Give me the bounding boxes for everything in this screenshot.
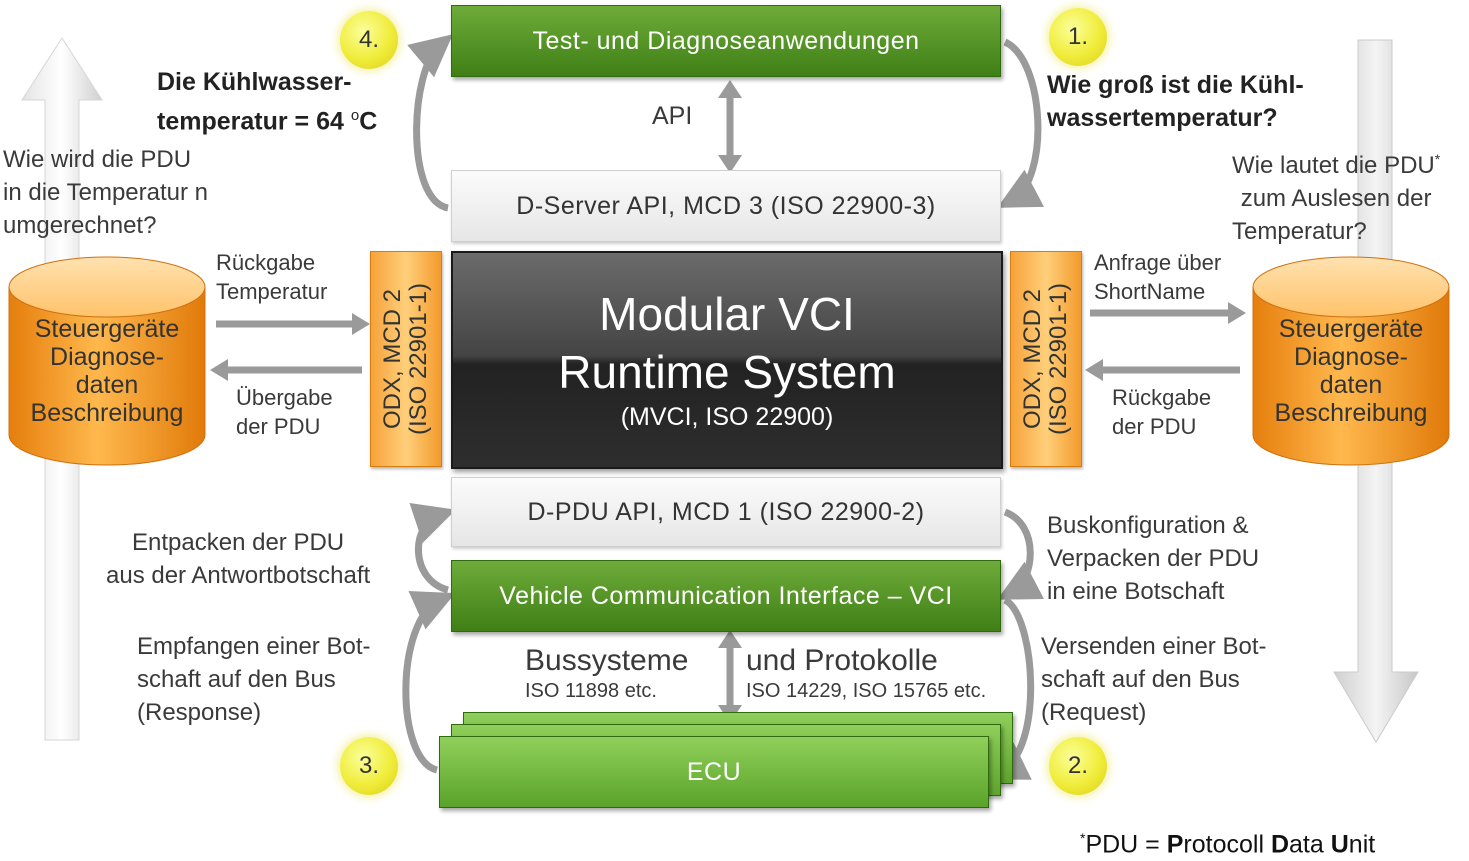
cylinder-right-line2: Diagnose- [1294, 343, 1408, 371]
cylinder-right-shape [1252, 256, 1450, 466]
odx-left-line2: (ISO 22901-1) [405, 282, 432, 436]
dserver-api-label: D-Server API, MCD 3 (ISO 22900-3) [516, 191, 936, 220]
right-question: Wie groß ist die Kühl- wassertemperatur? [1047, 71, 1304, 132]
odx-right-line2: (ISO 22901-1) [1045, 282, 1072, 436]
result-line1: Die Kühlwasser- [157, 68, 352, 96]
api-label: API [652, 102, 693, 130]
bus-sub-left: ISO 11898 etc. [525, 680, 657, 702]
odx-bar-left: ODX, MCD 2 (ISO 22901-1) [370, 251, 442, 467]
odx-right-line1: ODX, MCD 2 [1019, 288, 1046, 430]
dpdu-api-label: D-PDU API, MCD 1 (ISO 22900-2) [527, 497, 925, 526]
mvci-title-line1: Modular VCI [599, 288, 855, 340]
result-text: Die Kühlwasser- temperatur = 64 oC [157, 66, 377, 138]
step-badge-3: 3. [340, 737, 398, 795]
busconf-text: Buskonfiguration & Verpacken der PDU in … [1047, 512, 1260, 605]
ecu-box: ECU [439, 736, 989, 808]
entpacken-text: Entpacken der PDU aus der Antwortbotscha… [106, 529, 371, 589]
anfrage-shortname: Anfrage über ShortName [1094, 250, 1222, 304]
mvci-title-line2: Runtime System [558, 346, 896, 398]
cylinder-left-line1: Steuergeräte [34, 315, 180, 343]
odx-left-line1: ODX, MCD 2 [379, 288, 406, 430]
mvci-runtime-box: Modular VCI Runtime System (MVCI, ISO 22… [451, 251, 1003, 469]
test-applications-label: Test- und Diagnoseanwendungen [532, 26, 920, 55]
vci-box: Vehicle Communication Interface – VCI [451, 560, 1001, 632]
cylinder-right-line4: Beschreibung [1274, 399, 1428, 427]
ecu-label: ECU [686, 757, 742, 786]
rueckgabe-temperatur: Rückgabe Temperatur [216, 250, 328, 304]
cylinder-right: Steuergeräte Diagnose- daten Beschreibun… [1251, 255, 1451, 467]
versenden-text: Versenden einer Bot- schaft auf den Bus … [1041, 633, 1267, 726]
cylinder-left: Steuergeräte Diagnose- daten Beschreibun… [7, 255, 207, 467]
pdu-star: * [1434, 151, 1441, 167]
odx-bar-right: ODX, MCD 2 (ISO 22901-1) [1010, 251, 1082, 467]
bus-title-right: und Protokolle [746, 644, 938, 677]
empfangen-text: Empfangen einer Bot- schaft auf den Bus … [137, 633, 371, 726]
cylinder-left-line3: daten [75, 371, 139, 399]
cylinder-left-line4: Beschreibung [30, 399, 184, 427]
vci-label: Vehicle Communication Interface – VCI [499, 581, 953, 610]
result-line2: temperatur = 64 oC [157, 107, 378, 136]
bus-sub-right: ISO 14229, ISO 15765 etc. [746, 680, 987, 702]
uebergabe-pdu: Übergabe der PDU [236, 385, 333, 439]
dpdu-api-box: D-PDU API, MCD 1 (ISO 22900-2) [451, 477, 1001, 547]
conversion-question: Wie wird die PDU in die Temperatur n umg… [3, 146, 209, 239]
cylinder-right-line3: daten [1319, 371, 1383, 399]
test-applications-box: Test- und Diagnoseanwendungen [451, 5, 1001, 77]
cylinder-left-line2: Diagnose- [50, 343, 164, 371]
rueckgabe-pdu: Rückgabe der PDU [1112, 385, 1212, 439]
step-badge-2: 2. [1049, 737, 1107, 795]
mvci-subtitle: (MVCI, ISO 22900) [620, 403, 834, 431]
bus-title-left: Bussysteme [525, 644, 689, 677]
cylinder-right-line1: Steuergeräte [1278, 315, 1424, 343]
step-badge-4: 4. [340, 11, 398, 69]
cylinder-left-shape [8, 256, 206, 466]
pdu-question: Wie lautet die PDU* zum Auslesen der Tem… [1232, 151, 1441, 245]
degree-sup: o [350, 107, 360, 124]
dserver-api-box: D-Server API, MCD 3 (ISO 22900-3) [451, 170, 1001, 242]
footnote: *PDU = Protocoll Data Unit [1080, 830, 1376, 859]
step-badge-1: 1. [1049, 8, 1107, 66]
